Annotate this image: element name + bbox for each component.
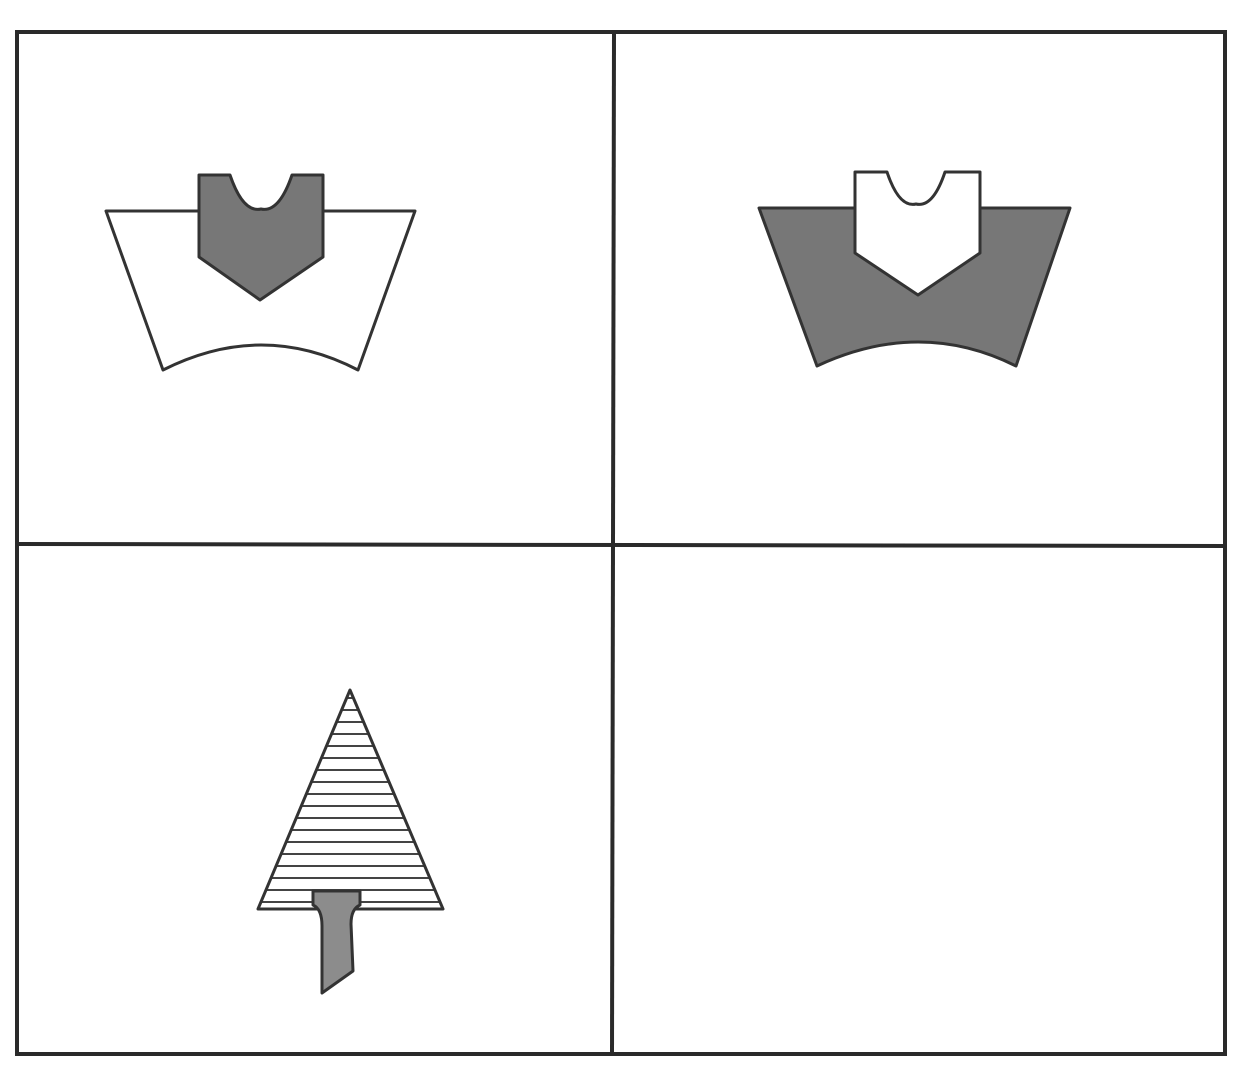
notched-pentagon-shape-white (853, 170, 982, 297)
panel-top-left (104, 173, 417, 372)
panel-top-right (757, 170, 1072, 368)
slanted-stem-shape (311, 889, 362, 995)
grid-outer-border (15, 30, 1227, 1056)
grid-horizontal-divider (16, 542, 1226, 548)
striped-triangle-shape (256, 688, 445, 911)
notched-pentagon-shape-dark (197, 173, 325, 302)
panel-bottom-left (256, 688, 445, 995)
